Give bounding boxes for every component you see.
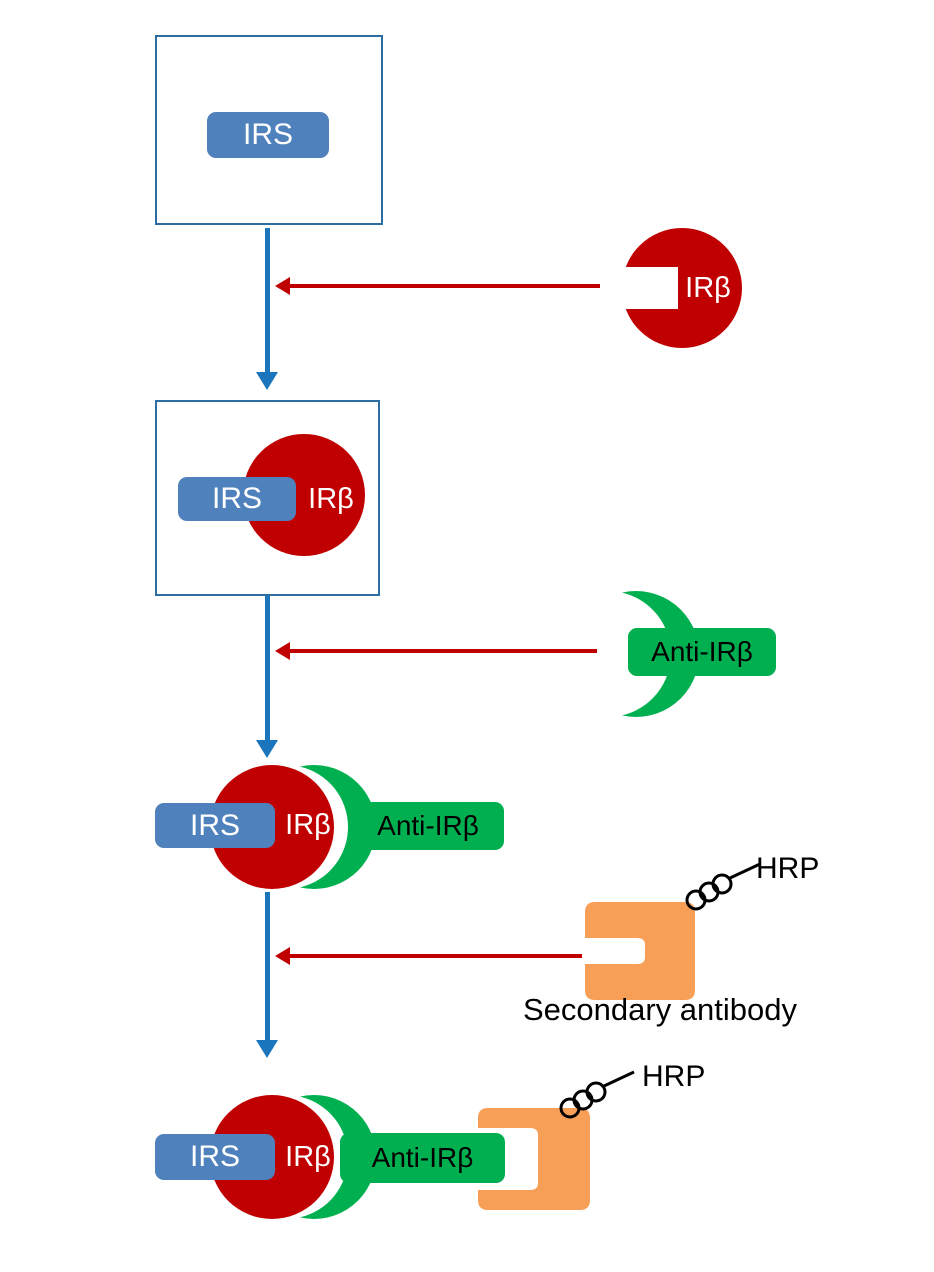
- irb-text-step2: IRβ: [308, 482, 354, 515]
- irb-reagent-text: IRβ: [685, 271, 731, 304]
- irb-reagent-notch: [616, 267, 678, 309]
- hrp-coil-icon: [685, 862, 761, 911]
- reagent-arrow-3-line: [290, 954, 582, 958]
- anti-irb-crescent-step3-icon: [300, 765, 376, 889]
- anti-irb-crescent-icon: [622, 591, 700, 717]
- flow-arrow-1-line: [265, 228, 270, 374]
- secondary-antibody-text: Secondary antibody: [522, 992, 798, 1027]
- irs-label-step2: IRS: [211, 482, 262, 515]
- secondary-antibody-clamp-icon: [585, 902, 695, 1000]
- irs-label-step3: IRS: [189, 808, 240, 842]
- reagent-arrow-3-head: [275, 947, 290, 965]
- hrp-coil-step4-icon: [559, 1070, 635, 1119]
- flow-arrow-3-line: [265, 892, 270, 1040]
- secondary-antibody-caption: Secondary antibody: [475, 992, 845, 1028]
- irb-label-step2: IRβ: [298, 477, 364, 521]
- secondary-antibody-clamp-step4-icon: [478, 1108, 590, 1210]
- anti-irb-reagent-pill: Anti-IRβ: [628, 628, 776, 676]
- hrp-label-reagent: HRP: [756, 852, 819, 886]
- reagent-arrow-1-line: [290, 284, 600, 288]
- hrp-label-step4: HRP: [642, 1060, 705, 1094]
- irb-text-step3: IRβ: [285, 809, 331, 841]
- flow-arrow-3-head: [256, 1040, 278, 1058]
- flow-arrow-2-head: [256, 740, 278, 758]
- reagent-arrow-2-line: [290, 649, 597, 653]
- irs-label-step1: IRS: [242, 118, 293, 151]
- irs-pill-step2: IRS: [178, 477, 296, 521]
- reagent-arrow-2-head: [275, 642, 290, 660]
- anti-irb-text-step3: Anti-IRβ: [377, 810, 479, 841]
- irs-pill-step1: IRS: [207, 112, 329, 158]
- anti-irb-pill-step3: Anti-IRβ: [352, 802, 504, 850]
- irb-text-step4: IRβ: [285, 1140, 331, 1173]
- irb-label-step4: IRβ: [276, 1134, 340, 1180]
- flow-arrow-1-head: [256, 372, 278, 390]
- irb-reagent-label: IRβ: [676, 266, 740, 310]
- anti-irb-reagent-text: Anti-IRβ: [651, 636, 753, 667]
- irs-label-step4: IRS: [189, 1140, 240, 1173]
- reagent-arrow-1-head: [275, 277, 290, 295]
- anti-irb-crescent-step4-icon: [300, 1095, 376, 1219]
- irb-label-step3: IRβ: [276, 803, 340, 848]
- flow-arrow-2-line: [265, 596, 270, 742]
- anti-irb-text-step4: Anti-IRβ: [371, 1142, 474, 1173]
- irs-pill-step3: IRS: [155, 803, 275, 848]
- irs-pill-step4: IRS: [155, 1134, 275, 1180]
- hrp-text-reagent: HRP: [756, 852, 820, 885]
- hrp-text-step4: HRP: [642, 1060, 706, 1093]
- anti-irb-pill-step4: Anti-IRβ: [340, 1133, 505, 1183]
